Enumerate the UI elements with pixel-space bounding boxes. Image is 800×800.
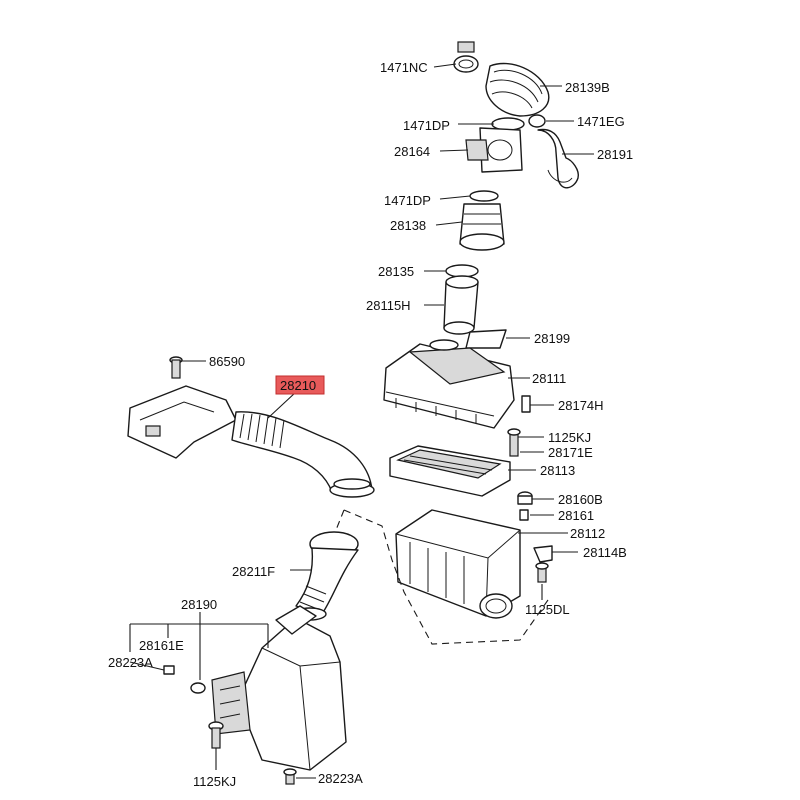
callout-28139b: 28139B <box>565 80 610 95</box>
hose-28191 <box>537 128 580 189</box>
callout-1125kj-upper: 1125KJ <box>548 430 591 445</box>
callout-28160b: 28160B <box>558 492 603 507</box>
callout-28211f: 28211F <box>232 564 275 579</box>
bolt-1125kj-upper <box>507 428 521 457</box>
clamp-28135 <box>445 264 479 278</box>
leader-lines <box>129 63 594 779</box>
callout-28171e: 28171E <box>548 445 593 460</box>
callout-28112: 28112 <box>570 526 605 541</box>
collar-28161 <box>519 509 529 521</box>
callout-28164: 28164 <box>394 144 430 159</box>
callout-28223a-left: 28223A <box>108 655 153 670</box>
grommet-28160b <box>517 491 533 505</box>
hose-28211f <box>293 531 359 621</box>
callout-28199: 28199 <box>534 331 570 346</box>
callout-28161: 28161 <box>558 508 594 523</box>
clamp-1471eg <box>528 114 546 128</box>
resonator-28190 <box>211 605 347 771</box>
cleaner-body-28112 <box>395 509 521 619</box>
hose-28210 <box>231 411 375 498</box>
callout-1471dp-lower: 1471DP <box>384 193 431 208</box>
hose-28138 <box>459 203 505 251</box>
callout-1471eg: 1471EG <box>577 114 625 129</box>
label-28199 <box>465 329 507 349</box>
callout-86590: 86590 <box>209 354 245 369</box>
callout-28190: 28190 <box>181 597 217 612</box>
callout-1471dp-upper: 1471DP <box>403 118 450 133</box>
callout-28223a-lower: 28223A <box>318 771 363 786</box>
bolt-1125dl <box>535 562 549 583</box>
cleaner-cover-28111 <box>383 339 515 429</box>
assembly-dashed-outline <box>343 509 549 645</box>
clip-28174h <box>521 395 531 413</box>
clamp-1471nc <box>453 41 479 73</box>
callout-28111: 28111 <box>532 371 566 386</box>
callout-28115h: 28115H <box>366 298 411 313</box>
callout-1125dl: 1125DL <box>525 602 570 617</box>
nut-28223a-left <box>163 665 175 675</box>
callout-1471nc: 1471NC <box>380 60 428 75</box>
callout-28114b: 28114B <box>583 545 627 560</box>
duct-28115h <box>443 275 479 335</box>
callout-28174h: 28174H <box>558 398 604 413</box>
callout-1125kj-lower: 1125KJ <box>193 774 236 789</box>
bracket-28114b <box>533 545 553 563</box>
callout-28135: 28135 <box>378 264 414 279</box>
callout-28191: 28191 <box>597 147 633 162</box>
intake-duct-86590 <box>127 356 237 459</box>
callout-28210-highlight <box>275 375 325 395</box>
grommet-28161e <box>190 682 206 694</box>
sensor-28164 <box>465 127 523 173</box>
callout-28161e: 28161E <box>139 638 184 653</box>
hose-28139b <box>485 62 550 117</box>
bolt-1125kj-lower <box>208 721 224 749</box>
callout-28210: 28210 <box>280 378 316 393</box>
bolt-28223a-lower <box>283 768 297 785</box>
callout-28113: 28113 <box>540 463 575 478</box>
clamp-1471dp-lower <box>469 190 499 202</box>
callout-28138: 28138 <box>390 218 426 233</box>
filter-element-28113 <box>389 445 511 497</box>
